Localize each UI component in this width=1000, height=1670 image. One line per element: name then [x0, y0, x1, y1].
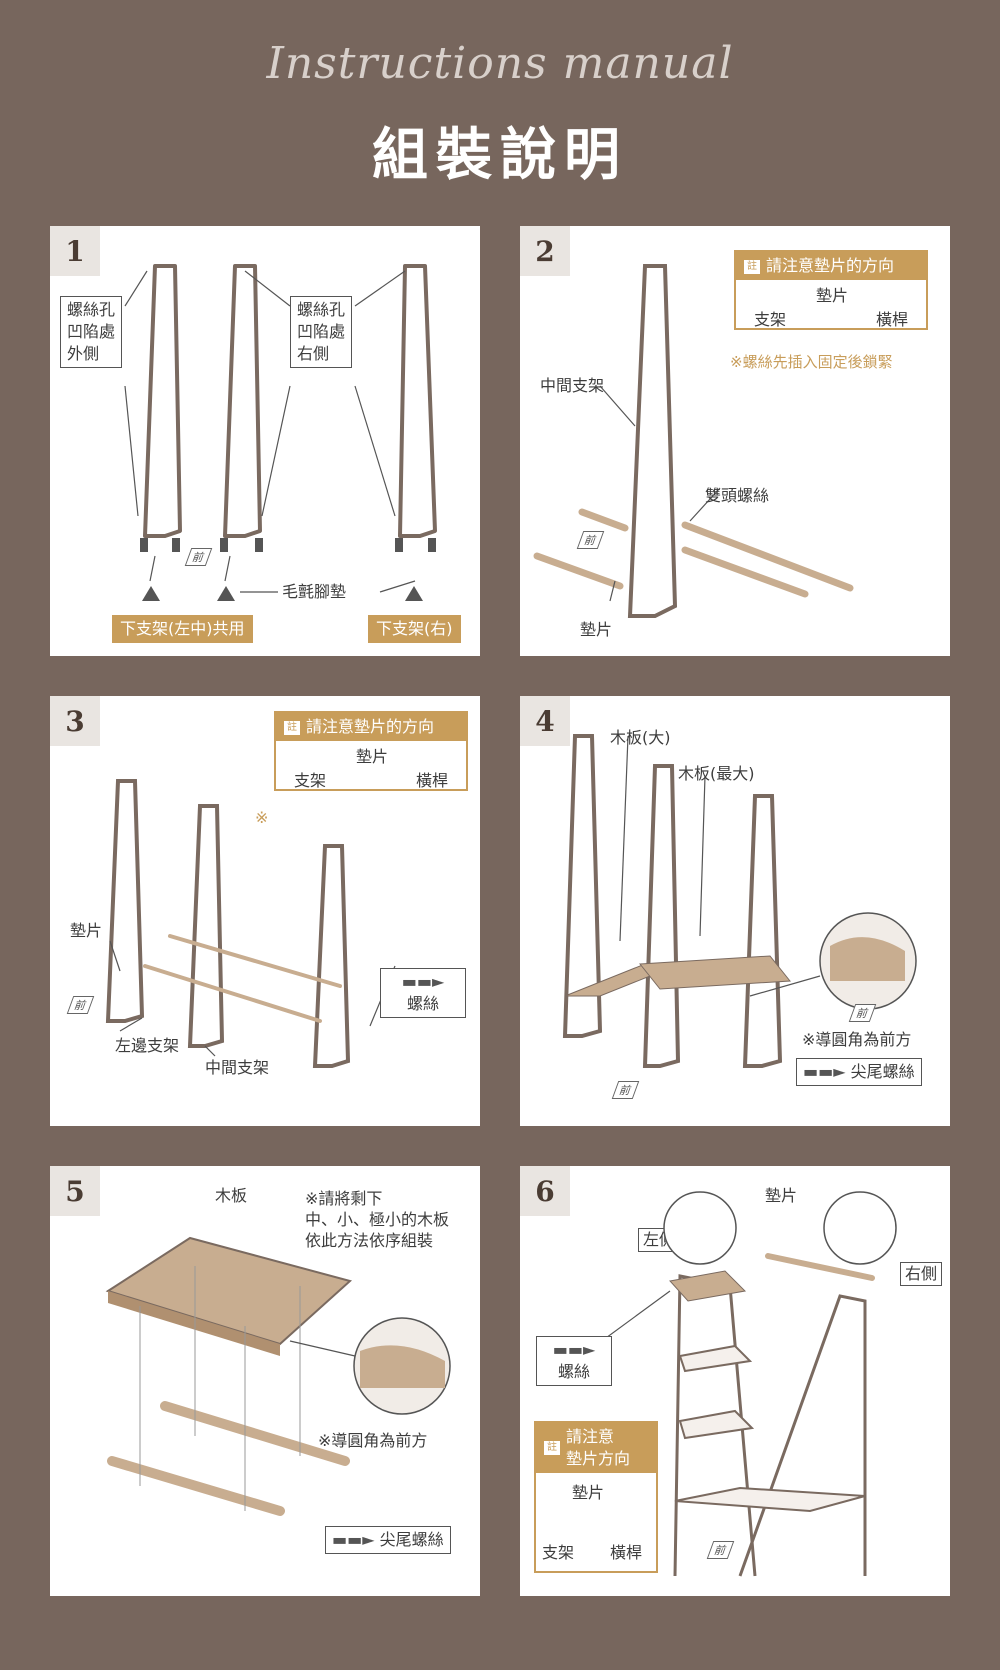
step-number: 5 [50, 1166, 100, 1216]
lower-shared-tag: 下支架(左中)共用 [112, 615, 253, 643]
board-label: 木板 [215, 1186, 248, 1205]
screw-icon: ▬▬► [552, 1340, 596, 1359]
note-head: 請注意 墊片方向 [566, 1427, 631, 1468]
step-4-diagram [562, 734, 917, 1068]
note-bar: 橫桿 [610, 1543, 643, 1562]
step-5-panel: 5 木板 ※請將剩下 中、小、極小的木板 依此方法依序組裝 ※導圓角為前方 ▬▬… [50, 1166, 480, 1596]
screw-icon: ▬▬► [803, 1062, 846, 1081]
washer-label: 墊片 [70, 921, 103, 940]
pointed-screw-callout: ▬▬► 尖尾螺絲 [796, 1058, 922, 1086]
felt-pad-label: 毛氈腳墊 [282, 582, 347, 601]
pointed-screw-label: 尖尾螺絲 [850, 1062, 915, 1081]
round-front-label: ※導圓角為前方 [318, 1431, 428, 1450]
step-number: 2 [520, 226, 570, 276]
screw-icon: ▬▬► [332, 1530, 375, 1549]
screw-label: 螺絲 [406, 994, 439, 1013]
middle-bracket-label: 中間支架 [540, 376, 605, 395]
pointed-screw-callout: ▬▬► 尖尾螺絲 [325, 1526, 451, 1554]
step-number: 6 [520, 1166, 570, 1216]
script-title: Instructions manual [266, 38, 734, 89]
step-2-panel: 2 註請注意墊片的方向 墊片 支架 橫桿 ※螺絲先插入固定後鎖緊 中間支架 雙頭… [520, 226, 950, 656]
step-2-remark: ※螺絲先插入固定後鎖緊 [730, 353, 893, 371]
washer-label: 墊片 [580, 620, 613, 639]
hole-right-label: 螺絲孔 凹陷處 右側 [290, 296, 353, 368]
step-6-diagram [594, 1191, 897, 1577]
middle-bracket-label: 中間支架 [205, 1058, 270, 1077]
note-bracket: 支架 [294, 771, 327, 790]
step-1-diagram [124, 264, 437, 601]
page-title: 組裝說明 [372, 122, 628, 188]
step-6-panel: 6 墊片 左側 右側 ▬▬► 螺絲 註 請注意 墊片方向 墊片 支架 橫桿 [520, 1166, 950, 1596]
note-washer: 墊片 [356, 747, 389, 766]
step-number: 1 [50, 226, 100, 276]
note-bracket: 支架 [754, 310, 787, 329]
step-5-remark: ※請將剩下 中、小、極小的木板 依此方法依序組裝 [305, 1189, 450, 1250]
step-5-diagram [105, 1236, 451, 1516]
note-badge: 註 [284, 720, 300, 735]
screw-callout: ▬▬► 螺絲 [380, 968, 466, 1018]
board-large-label: 木板(大) [610, 728, 671, 747]
lower-right-tag: 下支架(右) [368, 615, 461, 643]
note-washer: 墊片 [572, 1483, 605, 1502]
note-bar: 橫桿 [876, 310, 909, 329]
left-bracket-label: 左邊支架 [115, 1036, 180, 1055]
step-1-panel: 1 螺絲孔 凹陷處 外側 螺絲孔 凹陷處 右側 前 毛氈腳墊 下支架(左中)共用… [50, 226, 480, 656]
screw-callout: ▬▬► 螺絲 [536, 1336, 612, 1386]
pointed-screw-label: 尖尾螺絲 [379, 1530, 444, 1549]
screw-icon: ▬▬► [401, 972, 445, 991]
step-3-remark: ※ [255, 808, 269, 827]
note-badge: 註 [544, 1441, 560, 1455]
double-screw-label: 雙頭螺絲 [705, 486, 770, 505]
washer-note: 註請注意墊片的方向 墊片 支架 橫桿 [274, 711, 468, 791]
washer-note: 註 請注意 墊片方向 墊片 支架 橫桿 [534, 1421, 658, 1573]
step-4-panel: 4 木板(大) 木板(最大) ※導圓角為前方 ▬▬► 尖尾螺絲 前 前 [520, 696, 950, 1126]
note-badge: 註 [744, 259, 760, 274]
round-front-label: ※導圓角為前方 [802, 1030, 912, 1049]
note-head: 請注意墊片的方向 [766, 256, 895, 275]
note-bracket: 支架 [542, 1543, 575, 1562]
board-largest-label: 木板(最大) [678, 764, 755, 783]
step-number: 3 [50, 696, 100, 746]
hole-outer-label: 螺絲孔 凹陷處 外側 [60, 296, 123, 368]
washer-note: 註請注意墊片的方向 墊片 支架 橫桿 [734, 250, 928, 330]
screw-label: 螺絲 [557, 1362, 590, 1381]
step-3-diagram [105, 779, 396, 1068]
washer-label: 墊片 [765, 1186, 798, 1205]
step-2-diagram [533, 264, 854, 618]
step-number: 4 [520, 696, 570, 746]
note-head: 請注意墊片的方向 [306, 717, 435, 736]
note-washer: 墊片 [816, 286, 849, 305]
step-3-panel: 3 註請注意墊片的方向 墊片 支架 橫桿 ※ 墊片 ▬▬► 螺絲 前 左邊支架 … [50, 696, 480, 1126]
right-side-label: 右側 [900, 1262, 943, 1286]
note-bar: 橫桿 [416, 771, 449, 790]
